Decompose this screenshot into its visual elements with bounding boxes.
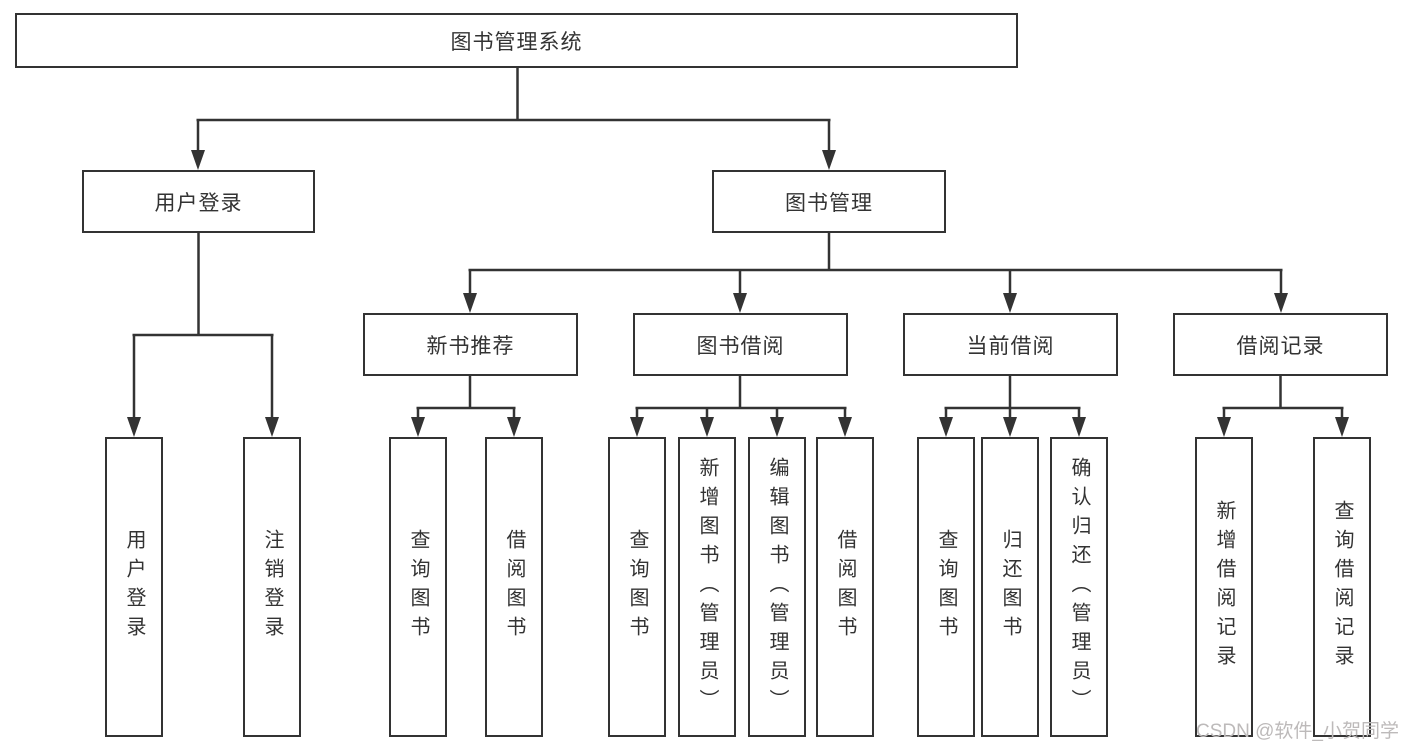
node-book-borrowing: 图书借阅 — [633, 313, 848, 376]
leaf-query-borrow-record: 查询借阅记录 — [1313, 437, 1371, 737]
node-book-management: 图书管理 — [712, 170, 946, 233]
node-book-management-label: 图书管理 — [785, 191, 873, 215]
leaf-borrow-books-recommend: 借阅图书 — [485, 437, 543, 737]
leaf-add-borrow-record-label: 新增借阅记录 — [1213, 500, 1235, 674]
leaf-add-book-admin-label: 新增图书（管理员） — [696, 456, 718, 718]
leaf-query-books-borrow-label: 查询图书 — [626, 529, 648, 645]
leaf-query-borrow-record-label: 查询借阅记录 — [1331, 500, 1353, 674]
leaf-query-books-recommend-label: 查询图书 — [407, 529, 429, 645]
node-borrow-records-label: 借阅记录 — [1236, 334, 1325, 358]
node-current-borrowing-label: 当前借阅 — [966, 334, 1055, 358]
leaf-query-books-recommend: 查询图书 — [389, 437, 447, 737]
leaf-return-book-label: 归还图书 — [999, 529, 1021, 645]
node-book-borrowing-label: 图书借阅 — [696, 334, 785, 358]
node-library-system-label: 图书管理系统 — [450, 30, 583, 54]
node-user-login: 用户登录 — [82, 170, 315, 233]
node-new-book-recommend-label: 新书推荐 — [426, 334, 515, 358]
leaf-logout-label: 注销登录 — [261, 529, 283, 645]
leaf-query-books-current: 查询图书 — [917, 437, 975, 737]
leaf-return-book: 归还图书 — [981, 437, 1039, 737]
node-new-book-recommend: 新书推荐 — [363, 313, 578, 376]
leaf-add-borrow-record: 新增借阅记录 — [1195, 437, 1253, 737]
node-borrow-records: 借阅记录 — [1173, 313, 1388, 376]
node-library-system: 图书管理系统 — [15, 13, 1018, 68]
leaf-confirm-return-admin-label: 确认归还（管理员） — [1068, 456, 1090, 718]
leaf-add-book-admin: 新增图书（管理员） — [678, 437, 736, 737]
leaf-user-login-label: 用户登录 — [123, 529, 145, 645]
leaf-logout: 注销登录 — [243, 437, 301, 737]
leaf-edit-book-admin-label: 编辑图书（管理员） — [766, 456, 788, 718]
watermark-csdn: CSDN @软件_小贺同学 — [1196, 721, 1399, 742]
leaf-borrow-books-borrow-label: 借阅图书 — [834, 529, 856, 645]
node-current-borrowing: 当前借阅 — [903, 313, 1118, 376]
leaf-confirm-return-admin: 确认归还（管理员） — [1050, 437, 1108, 737]
leaf-edit-book-admin: 编辑图书（管理员） — [748, 437, 806, 737]
leaf-borrow-books-borrow: 借阅图书 — [816, 437, 874, 737]
leaf-user-login: 用户登录 — [105, 437, 163, 737]
leaf-borrow-books-recommend-label: 借阅图书 — [503, 529, 525, 645]
leaf-query-books-borrow: 查询图书 — [608, 437, 666, 737]
node-user-login-label: 用户登录 — [154, 191, 243, 215]
leaf-query-books-current-label: 查询图书 — [935, 529, 957, 645]
